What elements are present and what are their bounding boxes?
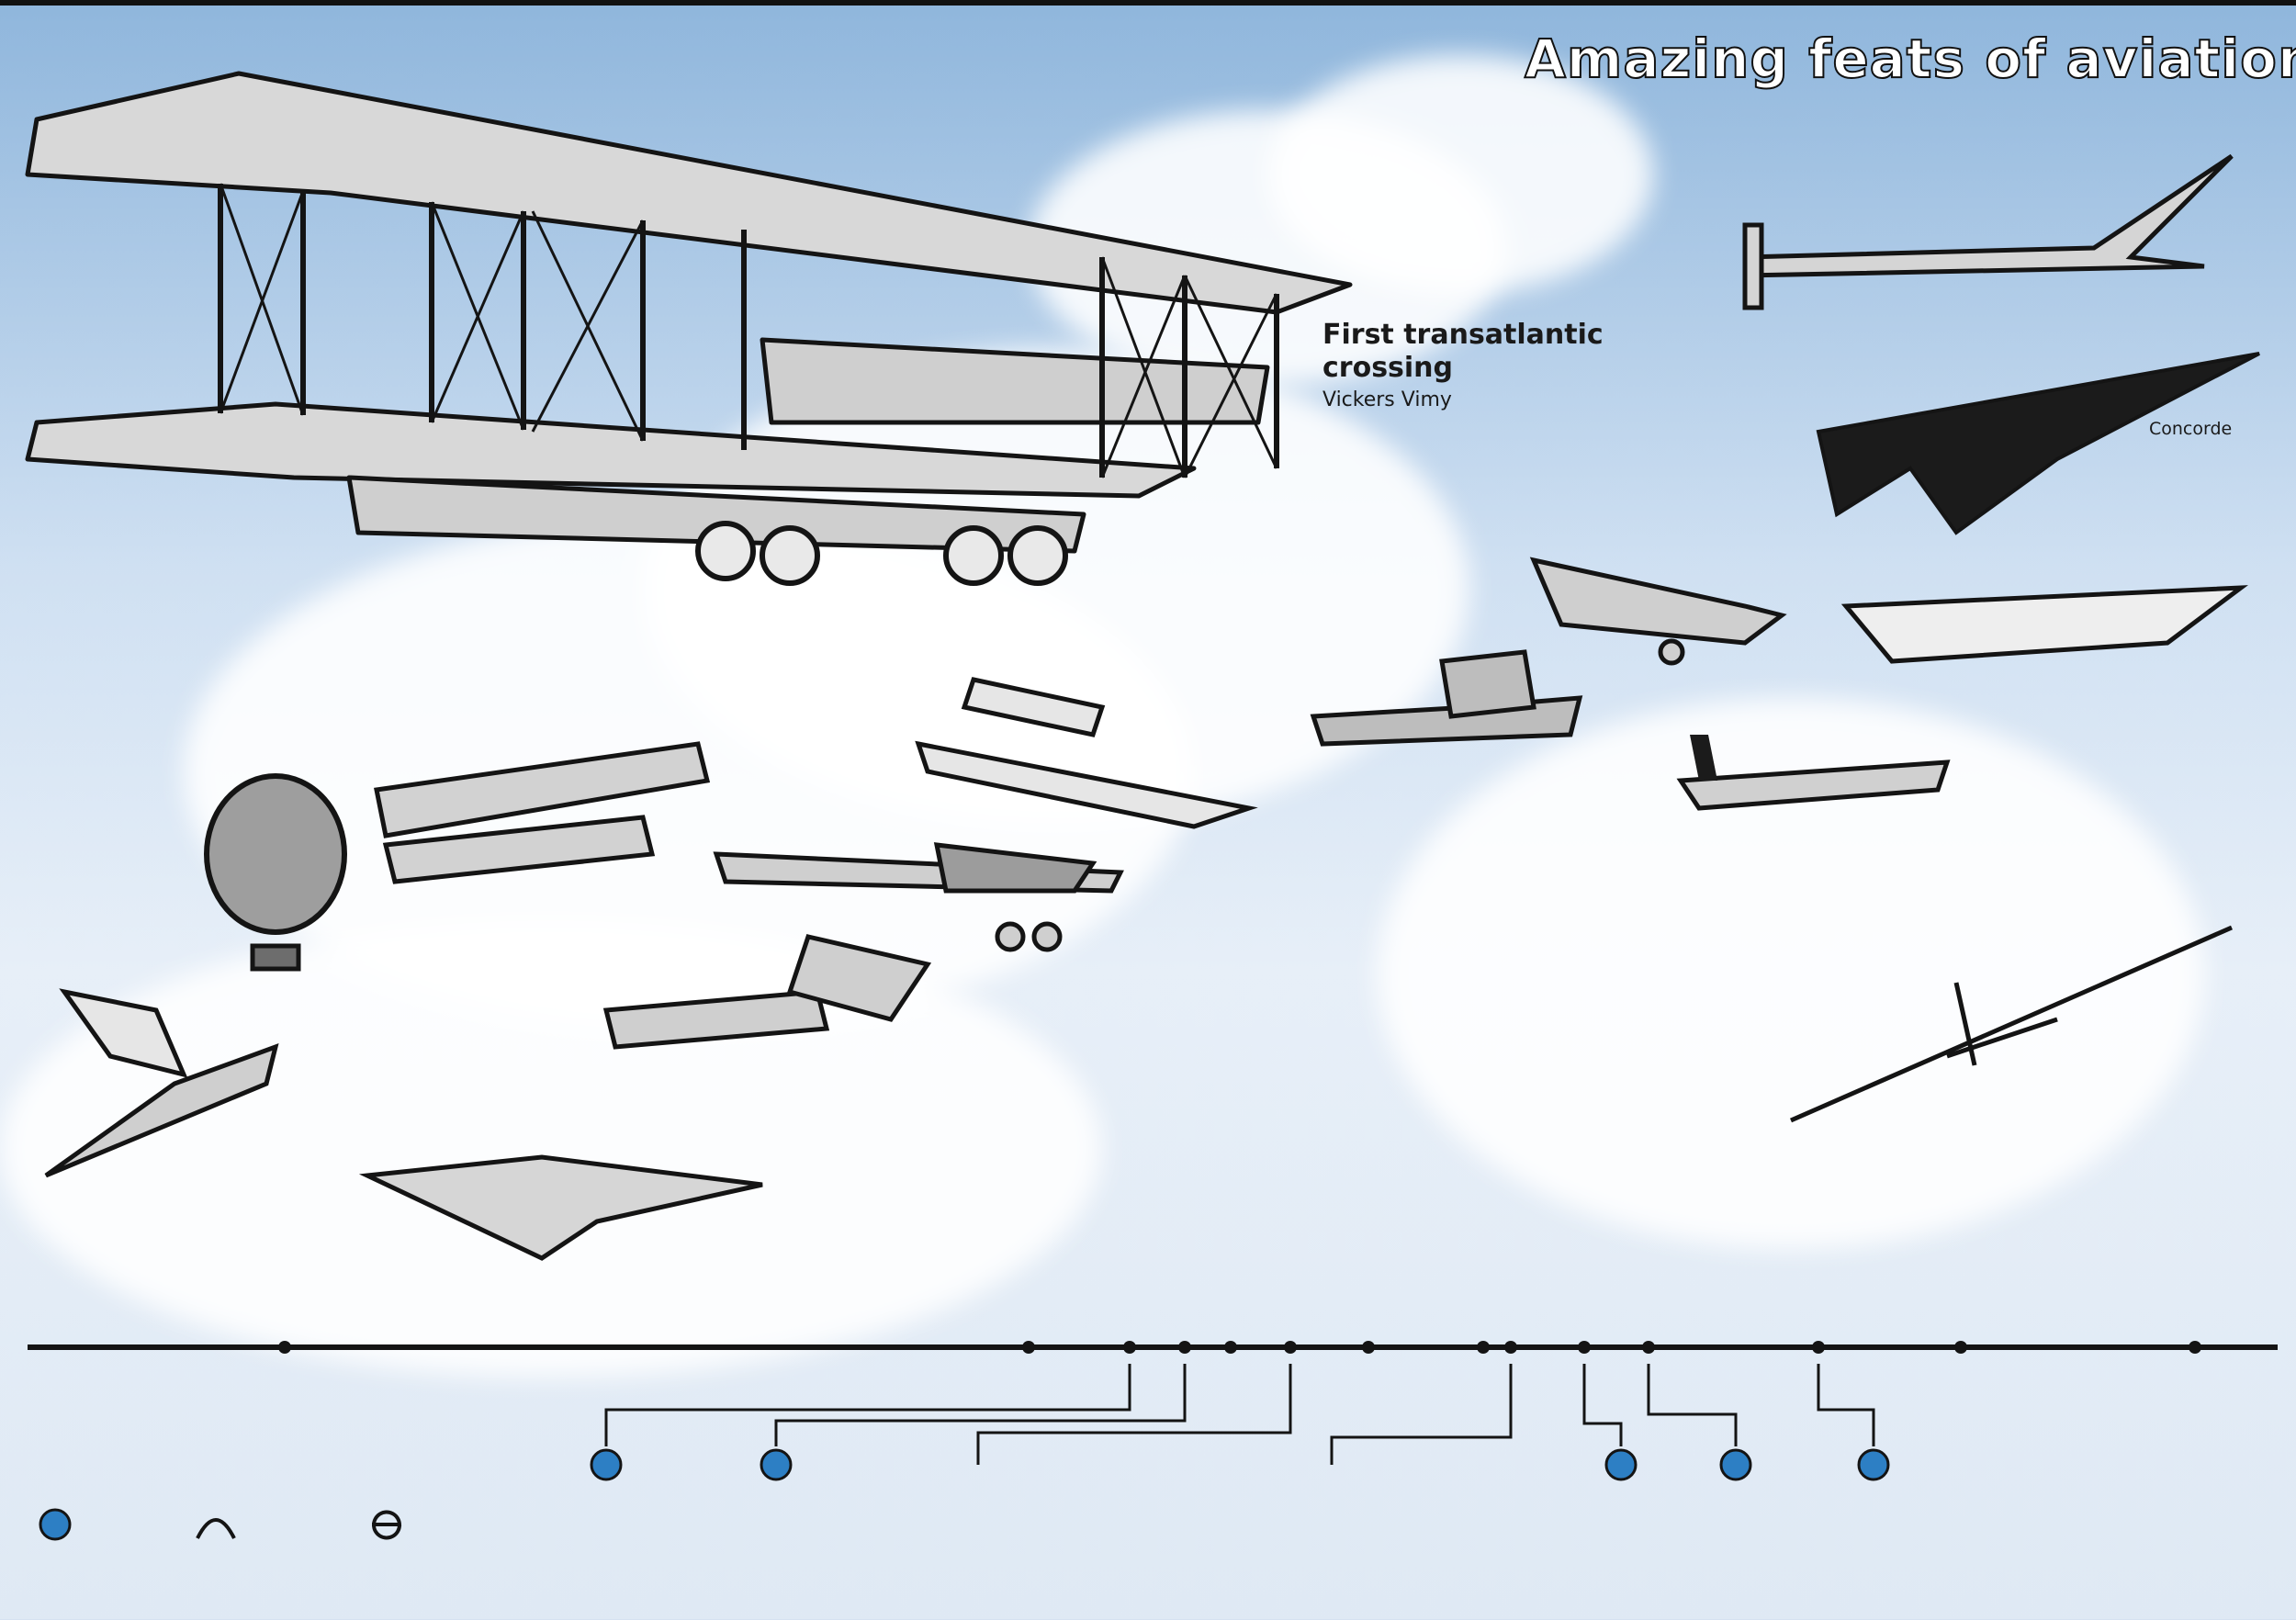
legend [37, 1506, 551, 1561]
info-circle-icon [39, 1508, 72, 1541]
balloon-illustration [204, 773, 347, 972]
top-border [0, 0, 2296, 6]
concorde-illustration [1816, 352, 2260, 535]
feature-heading-2: crossing [1322, 352, 1454, 384]
legend-item-info [37, 1506, 193, 1552]
legend-item-loop [367, 1506, 551, 1552]
cloud [1267, 55, 1653, 294]
page-title: Amazing feats of aviation [1524, 27, 2296, 91]
legend-item-arc [193, 1506, 358, 1552]
arc-marker-icon [196, 1518, 236, 1539]
airliner-illustration [1840, 585, 2248, 664]
cabin-monoplane-illustration [1529, 557, 1787, 666]
ornithopter-illustration [44, 988, 279, 1178]
loop-marker-icon [372, 1510, 402, 1540]
timeline-axis [28, 1341, 2278, 1481]
vickers-vimy-illustration [25, 71, 1353, 586]
demoiselle-illustration [915, 677, 1258, 829]
concorde-label: Concorde [2149, 419, 2233, 439]
feature-aircraft: Vickers Vimy [1322, 388, 1452, 411]
helios-illustration [1789, 925, 2234, 1123]
propeller-monoplane-illustration [1310, 649, 1583, 747]
fighter-illustration [1676, 735, 1951, 811]
feature-heading-1: First transatlantic [1322, 319, 1604, 351]
bleriot-illustration [713, 842, 1124, 952]
glider-illustration [358, 1154, 763, 1261]
long-wing-monoplane-illustration [1742, 153, 2234, 310]
wright-flyer-illustration [374, 741, 711, 884]
canard-illustration [602, 934, 932, 1050]
cloud [0, 918, 1102, 1378]
